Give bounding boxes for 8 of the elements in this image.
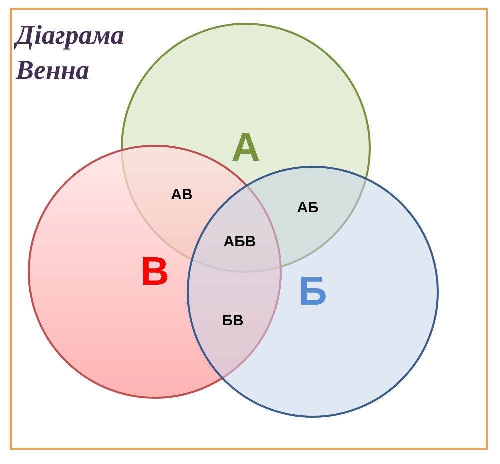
set-label: А	[232, 128, 260, 168]
set-label: В	[140, 252, 170, 292]
intersection-label: БВ	[222, 314, 244, 328]
set-label: Б	[298, 272, 328, 312]
intersection-label: АБВ	[224, 234, 256, 250]
diagram-title: Діаграма Венна	[16, 19, 126, 88]
intersection-label: АВ	[171, 188, 193, 202]
intersection-label: АБ	[297, 200, 319, 216]
